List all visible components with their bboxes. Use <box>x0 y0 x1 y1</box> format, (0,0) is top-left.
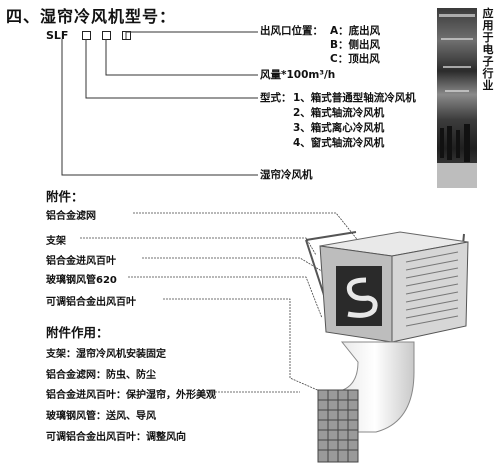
accessory-outlet-louver: 可调铝合金出风百叶 <box>46 297 136 308</box>
function-frp-duct: 玻璃钢风管：送风、导风 <box>46 411 156 422</box>
outlet-option-a: A：底出风 <box>330 25 381 37</box>
side-caption: 应 用 于 电 子 行 业 <box>481 8 495 92</box>
accessory-bracket: 支架 <box>46 236 66 247</box>
logo-icon <box>346 277 378 318</box>
type-item-3: 3、箱式离心冷风机 <box>293 122 385 134</box>
inlet-louver <box>405 251 459 327</box>
factory-photo-illustration <box>437 14 477 188</box>
airflow-label: 风量*100m³/h <box>260 69 336 81</box>
side-caption-char: 于 <box>482 31 494 44</box>
function-bracket: 支架：湿帘冷风机安装固定 <box>46 349 166 360</box>
accessory-inlet-louver: 铝合金进风百叶 <box>46 256 116 267</box>
accessory-filter: 铝合金滤网 <box>46 211 96 222</box>
accessory-frp-duct: 玻璃钢风管620 <box>46 275 117 286</box>
functions-heading: 附件作用： <box>46 325 109 340</box>
model-code: SLF <box>46 29 69 42</box>
factory-photo <box>437 8 477 188</box>
side-caption-char: 应 <box>482 7 494 20</box>
outlet-option-c: C：顶出风 <box>330 53 380 65</box>
section-title: 四、湿帘冷风机型号： <box>6 7 177 26</box>
side-caption-char: 行 <box>482 67 494 80</box>
type-item-2: 2、箱式轴流冷风机 <box>293 107 385 119</box>
outlet-option-b: B：侧出风 <box>330 39 381 51</box>
type-item-4: 4、窗式轴流冷风机 <box>293 137 385 149</box>
side-caption-char: 子 <box>482 55 494 68</box>
side-caption-char: 用 <box>482 19 494 32</box>
product-name: 湿帘冷风机 <box>260 169 313 181</box>
type-item-1: 1、箱式普通型轴流冷风机 <box>293 92 416 104</box>
outlet-label: 出风口位置： <box>260 25 323 37</box>
function-inlet-louver: 铝合金进风百叶：保护湿帘，外形美观 <box>46 390 216 401</box>
air-cooler-illustration <box>305 231 469 463</box>
type-label: 型式： <box>260 92 292 104</box>
side-caption-char: 业 <box>482 79 494 92</box>
side-caption-char: 电 <box>482 43 494 56</box>
function-outlet-louver: 可调铝合金出风百叶：调整风向 <box>46 432 186 443</box>
function-filter: 铝合金滤网：防虫、防尘 <box>46 370 156 381</box>
accessories-heading: 附件： <box>46 189 84 204</box>
